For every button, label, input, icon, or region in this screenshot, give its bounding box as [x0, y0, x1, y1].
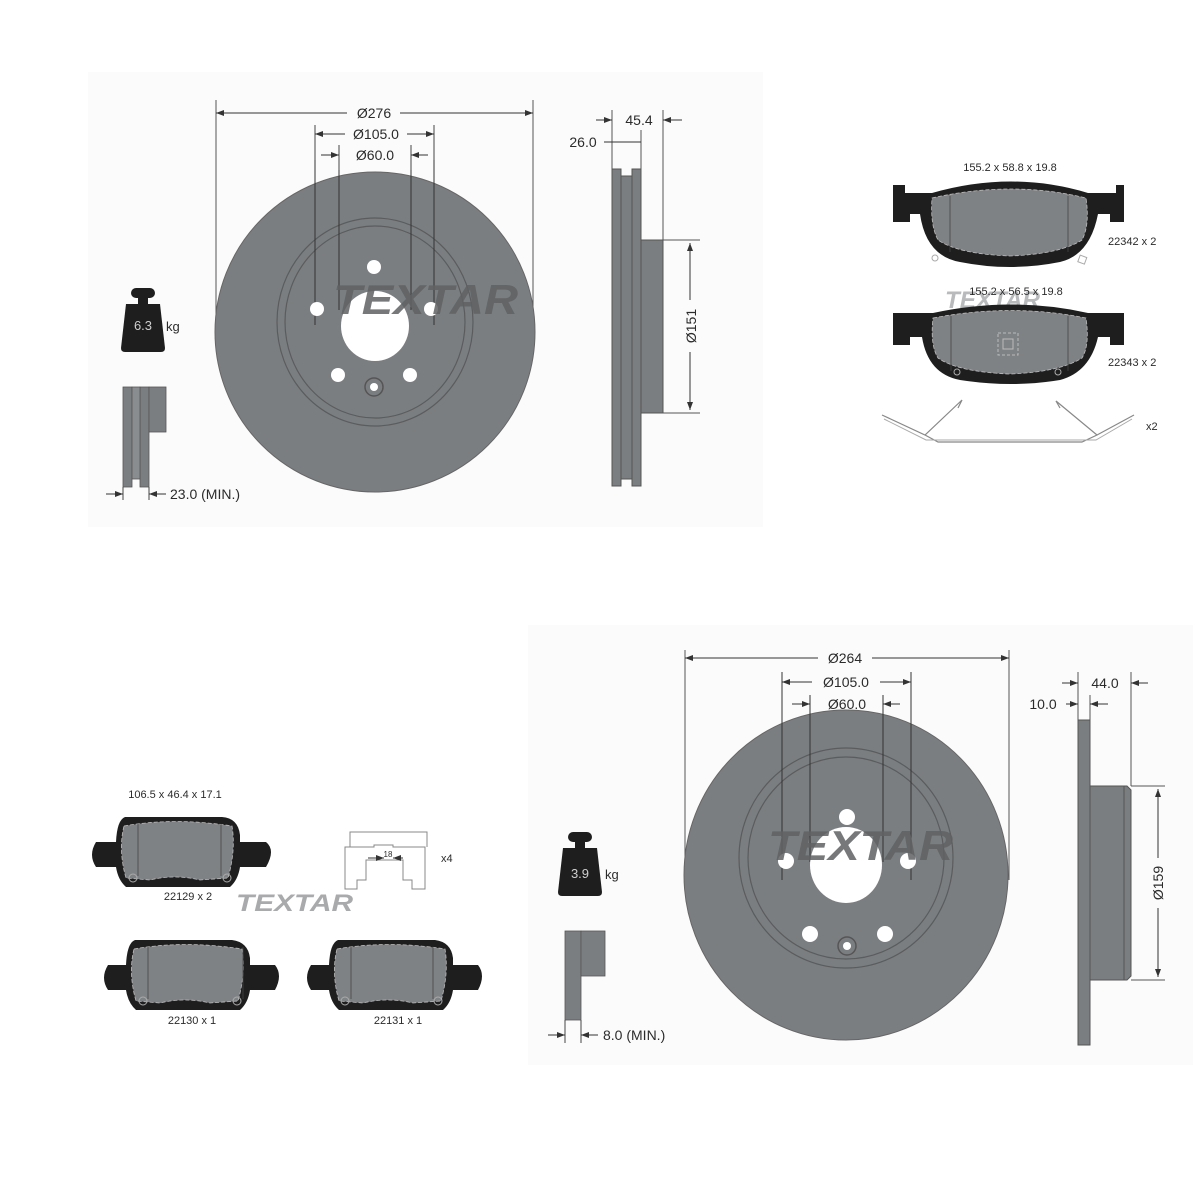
- rear-min-thickness-icon: 8.0 (MIN.): [548, 930, 665, 1043]
- rear-pad2-part: 22130 x 1: [168, 1015, 216, 1027]
- front-min-thickness: 23.0 (MIN.): [170, 486, 240, 502]
- rear-disc-logo: TEXTAR: [768, 822, 954, 869]
- rear-outer-diameter: Ø264: [828, 650, 862, 666]
- front-disc-profile: 45.4 26.0 Ø151: [569, 110, 700, 487]
- rear-clip: 18 x4: [344, 831, 453, 890]
- front-center-bore: [341, 291, 409, 361]
- front-weight-icon: 6.3 kg: [121, 288, 180, 352]
- rear-pad-22129: 106.5 x 46.4 x 17.1 22129 x 2: [92, 789, 271, 903]
- front-total-height: 45.4: [625, 112, 652, 128]
- front-pad1-dimensions: 155.2 x 58.8 x 19.8: [963, 162, 1057, 174]
- front-pad1-part: 22342 x 2: [1108, 236, 1156, 248]
- rear-thickness: 10.0: [1029, 696, 1056, 712]
- rear-weight-icon: 3.9 kg: [558, 832, 619, 896]
- rear-total-height: 44.0: [1091, 675, 1118, 691]
- front-spring-qty: x2: [1146, 421, 1158, 433]
- rear-center-bore-label: Ø60.0: [828, 696, 866, 712]
- rear-clip-qty: x4: [441, 853, 453, 865]
- rear-disc-profile: 44.0 10.0 Ø159: [1029, 672, 1166, 1046]
- front-weight-value: 6.3: [134, 318, 152, 333]
- front-center-bore-label: Ø60.0: [356, 147, 394, 163]
- front-outer-diameter: Ø276: [357, 105, 391, 121]
- front-min-thickness-icon: 23.0 (MIN.): [106, 386, 240, 502]
- front-disc-logo: TEXTAR: [333, 276, 519, 323]
- front-spring-clip: x2: [881, 399, 1158, 443]
- rear-bolt-circle: Ø105.0: [823, 674, 869, 690]
- front-bolt-circle: Ø105.0: [353, 126, 399, 142]
- rear-weight-unit: kg: [605, 867, 619, 882]
- rear-clip-width: 18: [384, 850, 393, 859]
- front-thickness: 26.0: [569, 134, 596, 150]
- rear-weight-value: 3.9: [571, 866, 589, 881]
- rear-pad-22130: 22130 x 1: [104, 940, 279, 1027]
- rear-pad-22131: 22131 x 1: [307, 940, 482, 1027]
- front-pad-22343: TEXTAR 155.2 x 56.5 x 19.8 22343 x 2: [893, 286, 1156, 384]
- rear-pad1-dimensions: 106.5 x 46.4 x 17.1: [128, 789, 222, 801]
- rear-pad3-part: 22131 x 1: [374, 1015, 422, 1027]
- front-pad2-part: 22343 x 2: [1108, 357, 1156, 369]
- rear-disc-drawing: TEXTAR Ø264 Ø105.0 Ø60.0: [683, 650, 1010, 1041]
- rear-hat-diameter: Ø159: [1150, 866, 1166, 900]
- front-disc-drawing: TEXTAR Ø276 Ø105.0 Ø60.0: [214, 100, 536, 493]
- rear-min-thickness: 8.0 (MIN.): [603, 1027, 665, 1043]
- front-pad-22342: 155.2 x 58.8 x 19.8 22342 x 2: [893, 162, 1156, 267]
- front-pad2-dimensions: 155.2 x 56.5 x 19.8: [969, 286, 1063, 298]
- rear-pad1-part: 22129 x 2: [164, 891, 212, 903]
- front-weight-unit: kg: [166, 319, 180, 334]
- rear-pads-logo: TEXTAR: [236, 890, 354, 917]
- rear-center-bore: [810, 827, 882, 903]
- front-hat-diameter: Ø151: [683, 309, 699, 343]
